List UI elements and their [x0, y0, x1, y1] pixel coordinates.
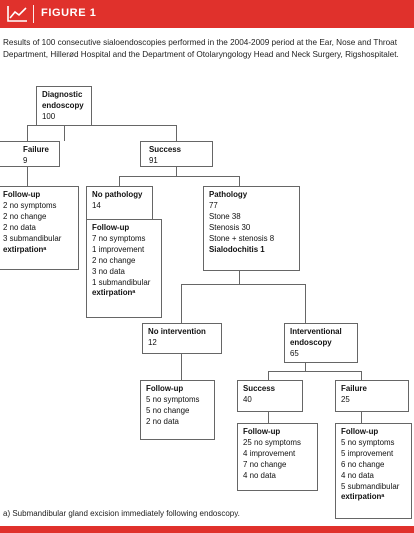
connector — [268, 411, 269, 423]
intervention-success-followup-box: Follow-up 25 no symptoms 4 improvement 7… — [237, 423, 318, 491]
connector — [27, 166, 28, 186]
intervention-failure-followup-box: Follow-up 5 no symptoms 5 improvement 6 … — [335, 423, 412, 519]
box-title: Failure — [23, 145, 49, 154]
followup-line: 5 no symptoms — [341, 437, 395, 447]
connector — [27, 125, 177, 126]
box-count: 12 — [148, 337, 157, 347]
footnote: a) Submandibular gland excision immediat… — [3, 509, 240, 518]
success-box: Success 91 — [140, 141, 213, 167]
connector — [361, 371, 362, 380]
no-intervention-box: No intervention 12 — [142, 323, 222, 354]
box-title: Follow-up — [3, 190, 41, 199]
box-title: endoscopy — [290, 337, 332, 347]
connector — [119, 176, 120, 186]
pathology-box: Pathology 77 Stone 38 Stenosis 30 Stone … — [203, 186, 300, 271]
followup-line: 5 no symptoms — [146, 394, 200, 404]
box-title: Diagnostic — [42, 90, 83, 99]
box-title: Success — [243, 384, 276, 393]
failure-followup-box: Follow-up 2 no symptoms 2 no change 2 no… — [0, 186, 79, 270]
bottom-accent-bar — [0, 526, 414, 533]
box-count: 40 — [243, 394, 252, 404]
followup-line: 6 no change — [341, 459, 385, 469]
connector — [181, 353, 182, 380]
connector — [64, 125, 65, 141]
connector — [181, 284, 182, 323]
pathology-line: Stone + stenosis 8 — [209, 233, 275, 243]
diagnostic-endoscopy-box: Diagnostic endoscopy 100 — [36, 86, 92, 126]
pathology-line: Sialodochitis 1 — [209, 244, 265, 254]
line-chart-icon — [7, 6, 27, 22]
connector — [239, 270, 240, 284]
box-count: 65 — [290, 348, 299, 358]
followup-line: 7 no change — [243, 459, 287, 469]
box-title: No intervention — [148, 327, 206, 336]
followup-line: 2 no change — [3, 211, 47, 221]
box-count: 91 — [149, 155, 158, 165]
followup-line: 2 no data — [3, 222, 36, 232]
connector — [268, 371, 269, 380]
figure-header: FIGURE 1 — [0, 0, 414, 28]
followup-line: 25 no symptoms — [243, 437, 301, 447]
followup-line: extirpationᵃ — [341, 492, 385, 502]
followup-line: 1 improvement — [92, 244, 145, 254]
connector — [119, 176, 240, 177]
followup-line: 3 no data — [92, 266, 125, 276]
box-count: 25 — [341, 394, 350, 404]
intervention-success-box: Success 40 — [237, 380, 303, 412]
followup-line: extirpationᵃ — [3, 244, 47, 254]
no-pathology-followup-box: Follow-up 7 no symptoms 1 improvement 2 … — [86, 219, 162, 318]
followup-line: 7 no symptoms — [92, 233, 146, 243]
followup-line: 5 submandibular — [341, 481, 400, 491]
followup-line: 1 submandibular — [92, 277, 151, 287]
box-title: No pathology — [92, 190, 143, 199]
box-count: 100 — [42, 111, 56, 121]
box-title: Success — [149, 145, 182, 154]
connector — [181, 284, 306, 285]
followup-line: 3 submandibular — [3, 233, 62, 243]
connector — [268, 371, 362, 372]
box-title: Follow-up — [243, 427, 281, 436]
failure-box: Failure 9 — [0, 141, 60, 167]
box-title: Follow-up — [92, 223, 130, 232]
connector — [27, 125, 28, 141]
figure-caption: Results of 100 consecutive sialoendoscop… — [3, 38, 399, 60]
box-count: 9 — [23, 155, 28, 165]
intervention-failure-box: Failure 25 — [335, 380, 409, 412]
connector — [361, 411, 362, 423]
box-title: endoscopy — [42, 100, 84, 110]
box-title: Follow-up — [341, 427, 379, 436]
box-title: Follow-up — [146, 384, 184, 393]
box-title: Pathology — [209, 190, 248, 199]
interventional-endoscopy-box: Interventional endoscopy 65 — [284, 323, 358, 363]
connector — [176, 125, 177, 141]
followup-line: 5 improvement — [341, 448, 394, 458]
connector — [239, 176, 240, 186]
pathology-line: Stenosis 30 — [209, 222, 251, 232]
followup-line: 2 no data — [146, 416, 179, 426]
box-count: 14 — [92, 200, 101, 210]
box-title: Failure — [341, 384, 367, 393]
connector — [305, 362, 306, 371]
box-title: Interventional — [290, 327, 342, 336]
no-pathology-box: No pathology 14 — [86, 186, 153, 220]
header-separator — [33, 5, 34, 23]
box-count: 77 — [209, 200, 218, 210]
figure-label: FIGURE 1 — [41, 7, 97, 19]
pathology-line: Stone 38 — [209, 211, 241, 221]
no-intervention-followup-box: Follow-up 5 no symptoms 5 no change 2 no… — [140, 380, 215, 440]
followup-line: 2 no symptoms — [3, 200, 57, 210]
followup-line: 4 no data — [243, 470, 276, 480]
followup-line: extirpationᵃ — [92, 288, 136, 298]
followup-line: 4 no data — [341, 470, 374, 480]
connector — [305, 284, 306, 323]
followup-line: 4 improvement — [243, 448, 296, 458]
connector — [176, 166, 177, 176]
followup-line: 2 no change — [92, 255, 136, 265]
followup-line: 5 no change — [146, 405, 190, 415]
